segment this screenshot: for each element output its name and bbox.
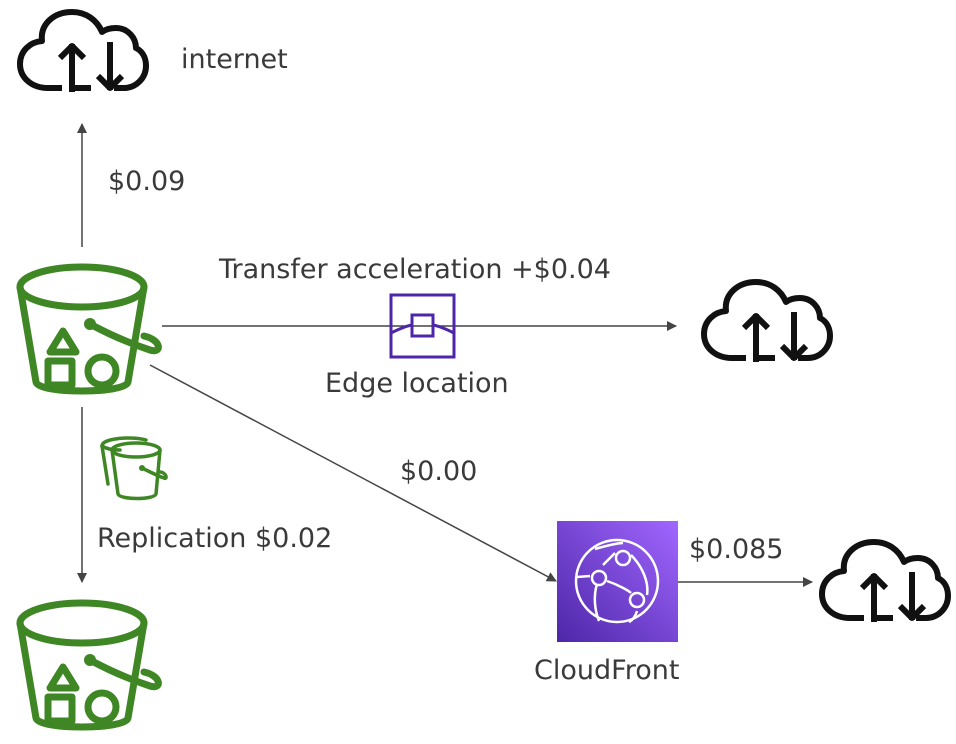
s3-bucket-icon [16,263,162,395]
edge-cost-to-cloudfront: $0.00 [400,456,478,487]
edge-location-label: Edge location [325,368,509,399]
cloudfront-label: CloudFront [534,655,680,686]
edge-cost-replication: Replication $0.02 [97,523,333,554]
internet-label: internet [181,44,288,75]
cloudfront-icon [557,521,678,642]
s3-bucket-icon [16,599,162,731]
s3-replication-icon [100,436,168,501]
edge-cost-to-internet: $0.09 [108,166,186,197]
edge-cost-cloudfront-to-internet: $0.085 [689,534,784,565]
edge-cost-transfer-acceleration: Transfer acceleration +$0.04 [219,254,611,285]
cloud-upload-download-icon [819,539,951,622]
edge-location-icon [389,293,456,359]
cloud-upload-download-icon [17,9,149,92]
cloud-upload-download-icon [701,279,833,362]
arrow-to-cloudfront [149,364,557,582]
